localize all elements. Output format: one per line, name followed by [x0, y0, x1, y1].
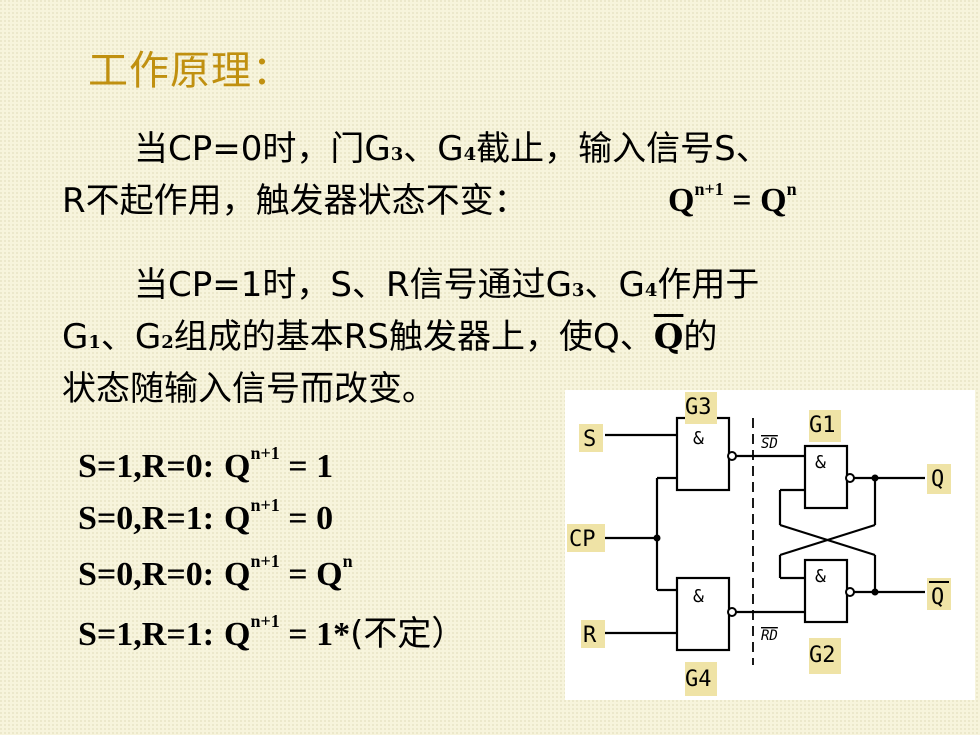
and-symbol: & — [815, 566, 826, 587]
input-cp-label: CP — [569, 527, 596, 552]
rd-label: RD — [761, 628, 778, 644]
and-symbol: & — [815, 452, 826, 473]
and-symbol: & — [693, 586, 704, 607]
case-row: S=0,R=1:Qn+1 = 0 — [78, 494, 334, 537]
gate-g3-label: G3 — [685, 395, 712, 420]
output-q-label: Q — [931, 467, 944, 492]
output-qbar-label: Q — [931, 585, 944, 610]
case-row: S=1,R=1:Qn+1 = 1*(不定） — [78, 610, 466, 654]
gate-g1-label: G1 — [809, 413, 836, 438]
q-bar: Q — [653, 317, 684, 357]
page-title: 工作原理： — [88, 48, 293, 94]
paragraph-cp1: 当CP=1时，S、R信号通过G3、G4作用于 G1、G2组成的基本RS触发器上，… — [62, 265, 760, 409]
gate-g4-label: G4 — [685, 667, 712, 692]
case-row: S=1,R=0:Qn+1 = 1 — [78, 442, 334, 485]
and-symbol: & — [693, 428, 704, 449]
hold-equation: Qn+1 = Qn — [668, 178, 797, 219]
paragraph-cp0-line2: R不起作用，触发器状态不变： — [62, 181, 528, 221]
sd-label: SD — [761, 436, 778, 452]
input-s-label: S — [583, 427, 596, 452]
paragraph-cp0: 当CP=0时，门G3、G4截止，输入信号S、 R不起作用，触发器状态不变： — [62, 129, 770, 221]
input-r-label: R — [583, 623, 597, 648]
gate-g2-label: G2 — [809, 643, 836, 668]
case-row: S=0,R=0:Qn+1 = Qn — [78, 550, 353, 593]
rs-flipflop-diagram: S CP R G3 G4 G1 G2 & & & & SD RD Q Q — [565, 390, 975, 700]
